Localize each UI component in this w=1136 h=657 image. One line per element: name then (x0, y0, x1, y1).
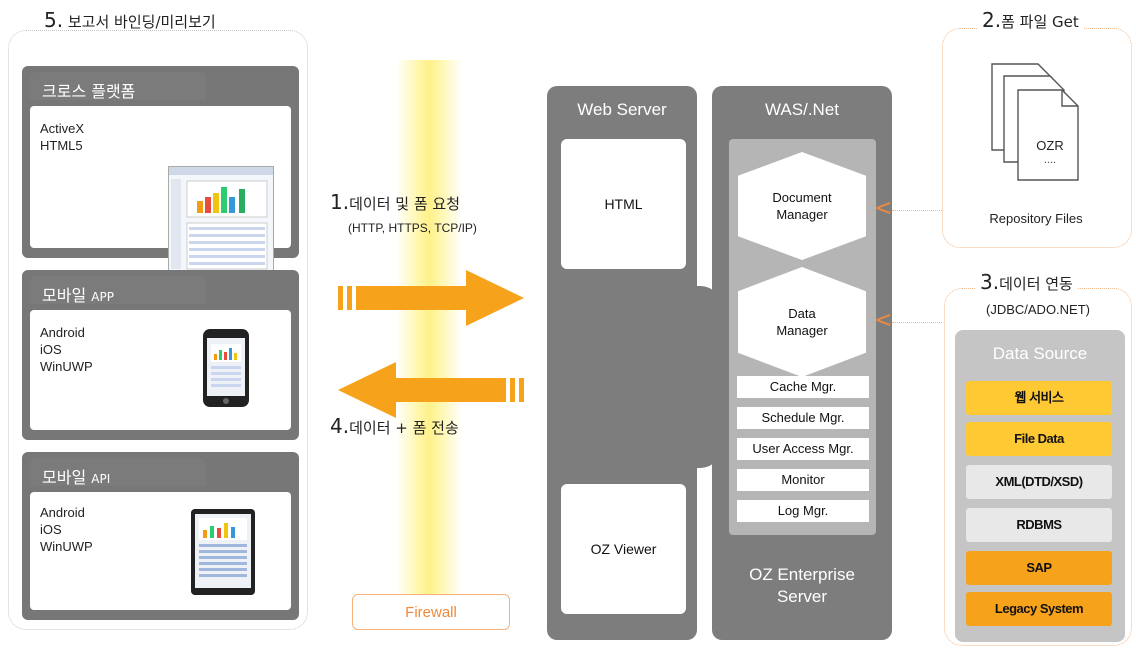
panel-body: ActiveX HTML5 (30, 106, 291, 274)
user-access-manager: User Access Mgr. (737, 438, 869, 460)
platform-item: WinUWP (40, 359, 93, 374)
platform-item: WinUWP (40, 539, 93, 554)
platform-item: ActiveX (40, 121, 85, 136)
document-manager: Document Manager (738, 152, 866, 260)
panel-body: Android iOS WinUWP (30, 492, 291, 610)
chevron-left-icon: < (874, 308, 893, 333)
step-2-label: 2.폼 파일 Get (978, 8, 1083, 32)
oz-enterprise-server-label: OZ Enterprise Server (749, 565, 855, 606)
platform-list: Android iOS WinUWP (40, 504, 93, 555)
platform-list: Android iOS WinUWP (40, 324, 93, 375)
cache-manager: Cache Mgr. (737, 376, 869, 398)
schedule-manager: Schedule Mgr. (737, 407, 869, 429)
step-4-label: 4.데이터 + 폼 전송 (330, 414, 459, 438)
step-1-protocols: (HTTP, HTTPS, TCP/IP) (348, 221, 477, 235)
web-server-title: Web Server (577, 100, 667, 119)
tablet-icon (190, 508, 256, 596)
data-source-item: Legacy System (966, 592, 1112, 626)
html-box: HTML (561, 139, 686, 269)
panel-body: Android iOS WinUWP (30, 310, 291, 430)
data-source-item: 웹 서비스 (966, 381, 1112, 415)
firewall-label: Firewall (352, 594, 510, 630)
arrow-left-icon (338, 362, 524, 418)
data-source-item: File Data (966, 422, 1112, 456)
arrow-right-icon (338, 270, 524, 326)
platform-item: Android (40, 505, 85, 520)
was-server-title: WAS/.Net (765, 100, 839, 119)
connector-dotted (892, 322, 942, 323)
data-manager: Data Manager (738, 267, 866, 377)
repository-caption: Repository Files (989, 211, 1083, 226)
data-source-item: XML(DTD/XSD) (966, 465, 1112, 499)
platform-item: iOS (40, 342, 62, 357)
data-source-list: 웹 서비스 File Data XML(DTD/XSD) RDBMS SAP L… (966, 381, 1112, 626)
platform-item: HTML5 (40, 138, 83, 153)
platform-list: ActiveX HTML5 (40, 120, 84, 154)
data-source-item: SAP (966, 551, 1112, 585)
firewall-glow (396, 60, 462, 620)
ozr-file-dots: .... (1043, 154, 1057, 166)
monitor: Monitor (737, 469, 869, 491)
platform-item: Android (40, 325, 85, 340)
connector-dotted (892, 210, 942, 211)
phone-icon (202, 328, 250, 408)
platform-item: iOS (40, 522, 62, 537)
step-1-label: 1.데이터 및 폼 요청 (330, 190, 460, 214)
log-manager: Log Mgr. (737, 500, 869, 522)
step-3-label: 3.데이터 연동 (976, 270, 1077, 294)
oz-viewer-box: OZ Viewer (561, 484, 686, 614)
data-source-item: RDBMS (966, 508, 1112, 542)
client-panel-cross-platform: 크로스 플랫폼 ActiveX HTML5 (22, 66, 299, 274)
panel-title: 모바일 APP (30, 276, 206, 305)
server-connector (640, 286, 722, 468)
report-thumbnail-icon (168, 166, 274, 274)
chevron-left-icon: < (874, 196, 893, 221)
client-area (8, 30, 308, 630)
step-3-protocols: (JDBC/ADO.NET) (986, 302, 1090, 317)
panel-title: 크로스 플랫폼 (30, 72, 206, 101)
data-source-title: Data Source (992, 344, 1088, 363)
manager-list: Cache Mgr. Schedule Mgr. User Access Mgr… (737, 376, 869, 522)
step-5-label: 5. 보고서 바인딩/미리보기 (44, 8, 216, 32)
client-panel-mobile-app: 모바일 APP Android iOS WinUWP (22, 270, 299, 440)
ozr-file-label: OZR (1036, 138, 1064, 153)
document-stack-icon (990, 62, 1082, 182)
client-panel-mobile-api: 모바일 API Android iOS WinUWP (22, 452, 299, 620)
panel-title: 모바일 API (30, 458, 206, 487)
